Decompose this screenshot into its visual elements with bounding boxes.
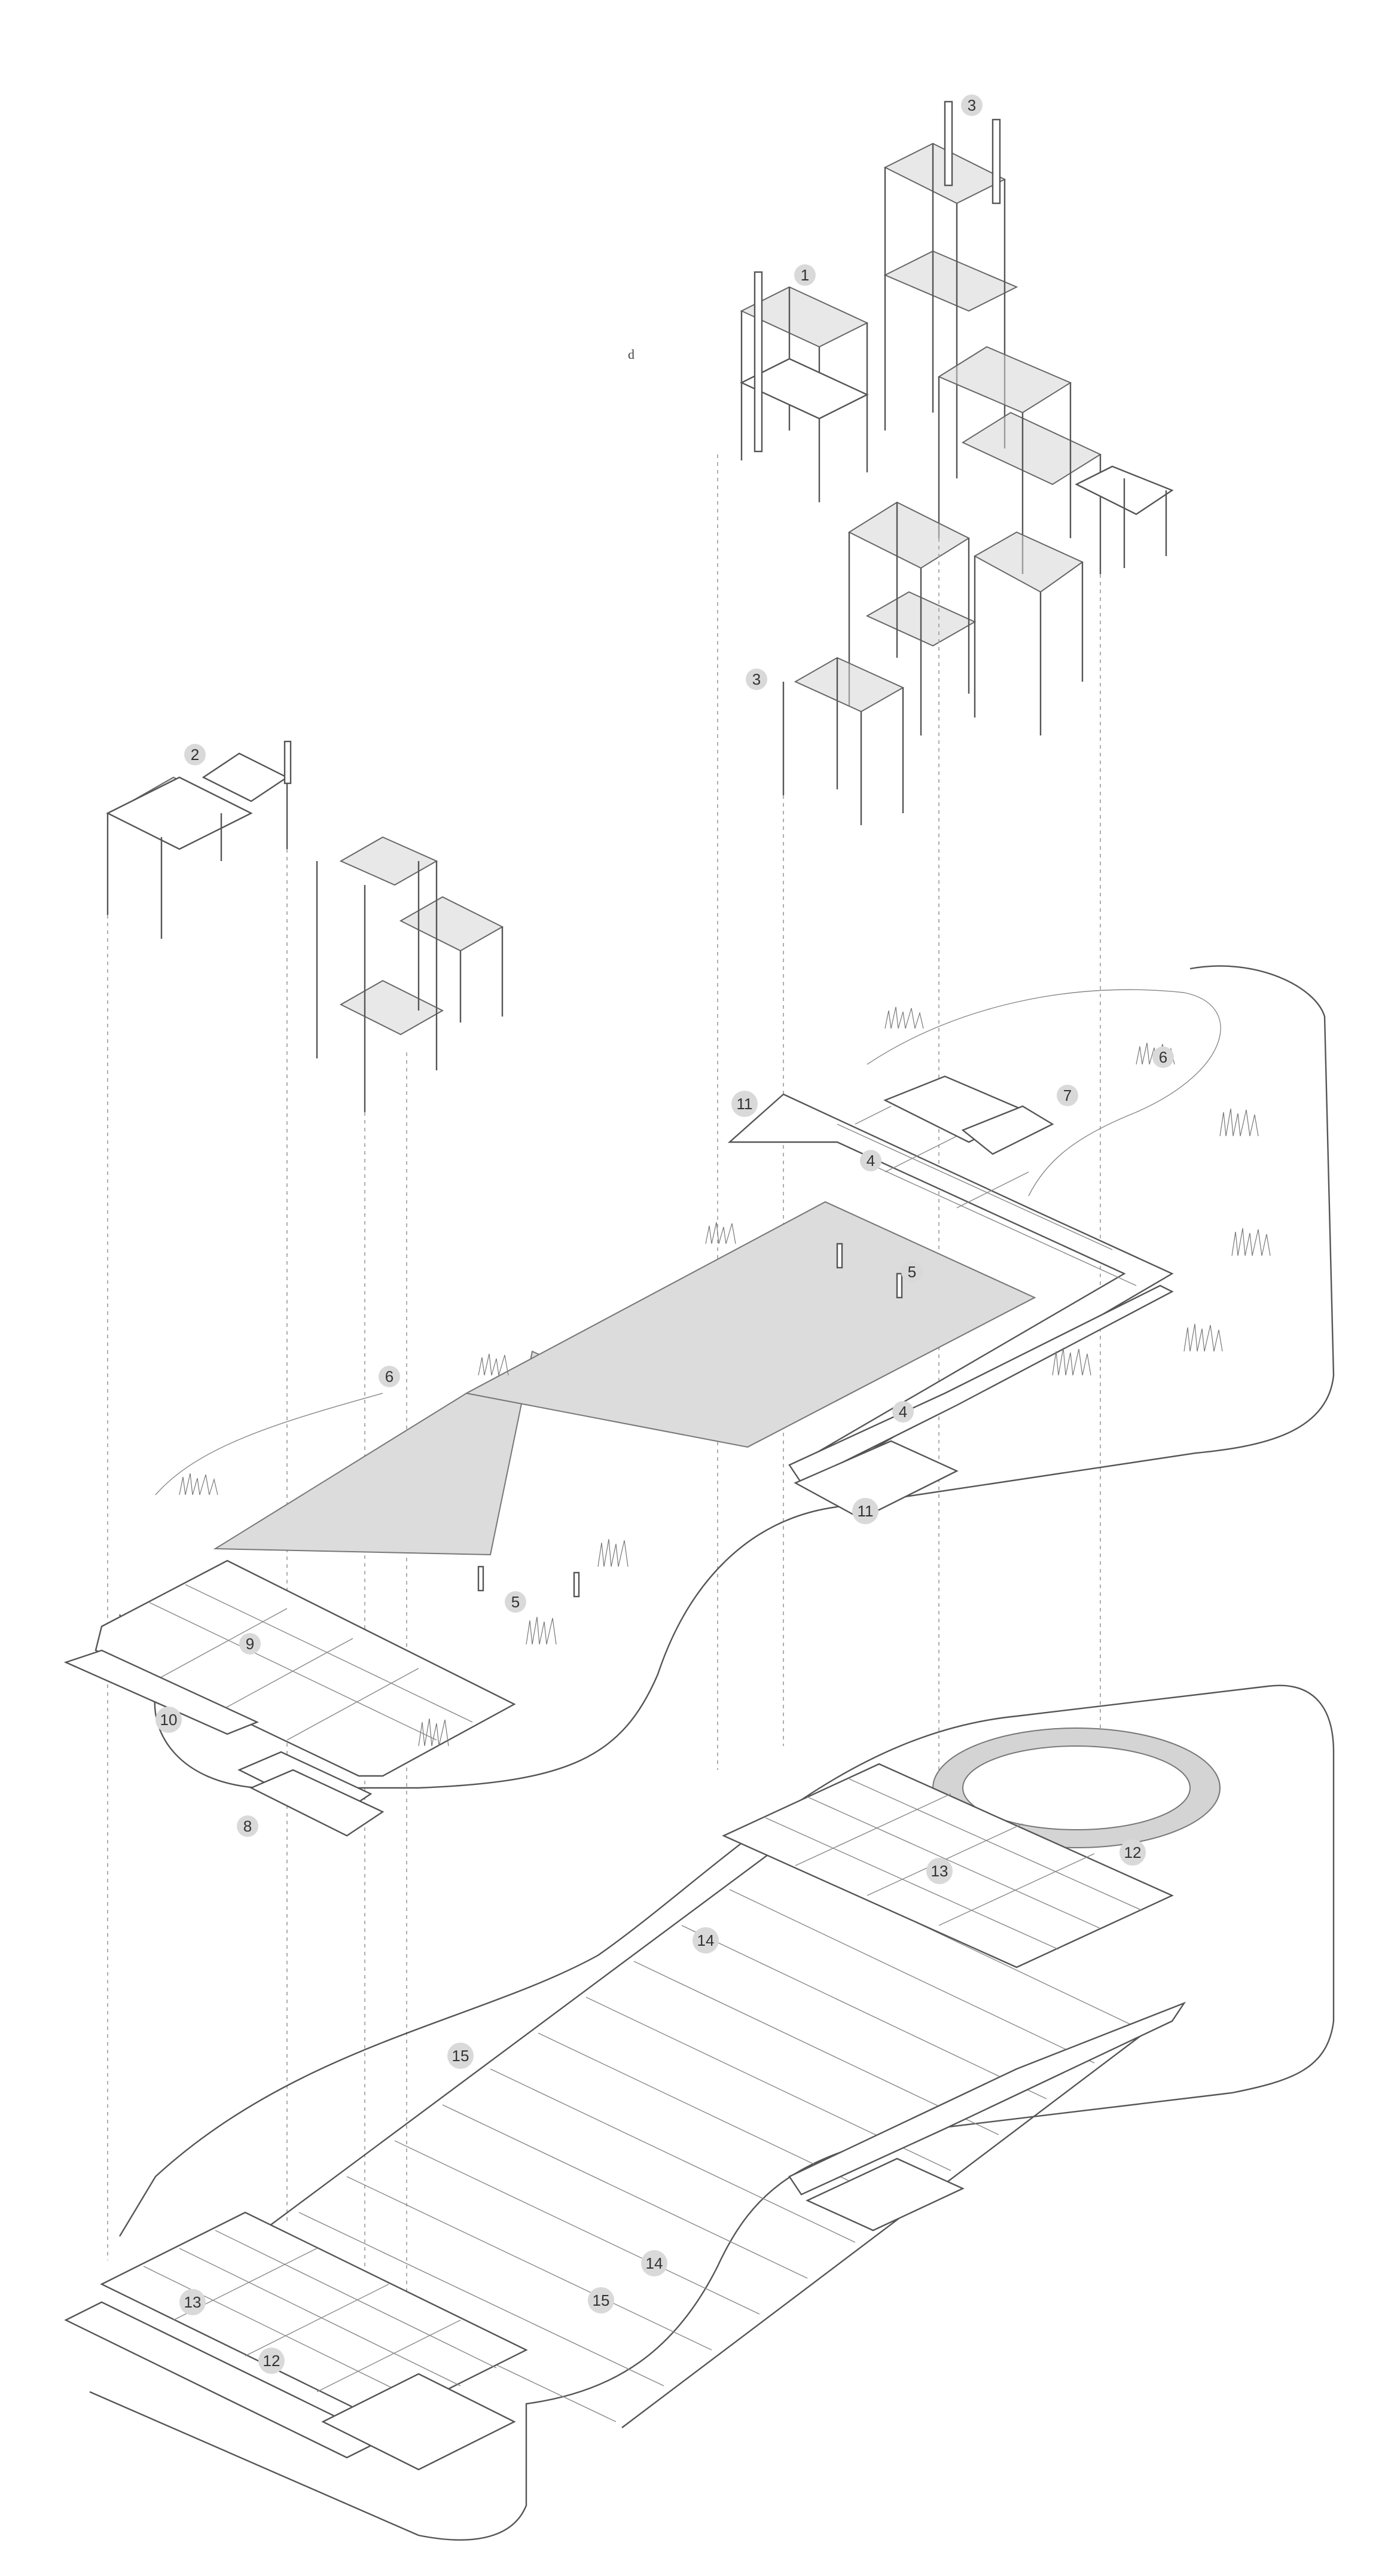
frame-module-stack [847, 501, 1084, 735]
callout-label: 6 [1159, 1048, 1167, 1066]
callout-label: 7 [1063, 1086, 1072, 1104]
callout-badge: 4 [860, 1150, 881, 1171]
callout-label: 15 [452, 2047, 469, 2065]
callout-badge: 3 [961, 94, 983, 116]
frame-module-1 [740, 271, 869, 502]
callout-badge: 7 [1057, 1085, 1078, 1106]
callout-badge: 5 [901, 1261, 923, 1283]
callout-label: 12 [1124, 1844, 1142, 1861]
callout-badge: 4 [892, 1401, 914, 1423]
callout-badge: 3 [746, 669, 767, 690]
frame-module-3b [782, 657, 905, 825]
callout-label: 14 [697, 1931, 715, 1949]
callout-label: 13 [184, 2293, 202, 2311]
frame-tower-3 [883, 100, 1174, 574]
callout-label: 6 [385, 1368, 393, 1385]
callout-badge: 2 [184, 744, 206, 765]
callout-badge: 14 [693, 1927, 719, 1954]
callout-label: 1 [801, 266, 809, 284]
callout-label: 2 [191, 746, 199, 764]
callout-label: 8 [243, 1817, 252, 1835]
callout-badge: 15 [588, 2287, 614, 2313]
callout-label: 3 [752, 670, 761, 688]
callout-label: 11 [858, 1502, 874, 1520]
upper-frame-cluster [740, 100, 1174, 825]
callout-label: 5 [511, 1593, 520, 1611]
alignment-lines [107, 454, 1101, 2320]
callout-label: 5 [908, 1263, 916, 1281]
callout-badge: 11 [731, 1091, 758, 1117]
callout-badge: 1 [794, 264, 816, 286]
frame-module-stack-left [316, 836, 504, 1112]
callout-badge: 12 [258, 2348, 285, 2374]
site-ground-layer [63, 965, 1335, 1837]
callout-badge: 10 [155, 1707, 182, 1733]
callouts: 1 3 3 2 6 6 7 11 11 4 4 5 5 9 10 8 12 12… [155, 94, 1174, 2374]
callout-badge: 6 [379, 1366, 400, 1387]
callout-label: 9 [246, 1635, 254, 1653]
callout-badge: 8 [237, 1815, 258, 1837]
callout-badge: 6 [1152, 1046, 1174, 1068]
callout-badge: 9 [239, 1633, 261, 1655]
grid-module-right [788, 2001, 1186, 2232]
callout-label: 14 [646, 2254, 663, 2272]
callout-badge: 13 [926, 1858, 953, 1884]
frame-module-2 [106, 740, 292, 939]
vegetation [179, 1006, 1271, 1747]
callout-badge: 14 [641, 2250, 667, 2276]
callout-badge: 13 [179, 2289, 206, 2315]
callout-badge: 15 [447, 2043, 474, 2069]
callout-label: 13 [931, 1862, 948, 1880]
callout-badge: 12 [1119, 1839, 1146, 1866]
callout-label: 3 [968, 96, 976, 114]
callout-label: 12 [263, 2352, 280, 2370]
lower-deck [94, 1559, 516, 1777]
callout-badge: 11 [852, 1498, 878, 1524]
callout-label: 11 [737, 1095, 753, 1113]
foundation-layer [64, 1684, 1335, 2541]
callout-label: 10 [160, 1711, 178, 1729]
stray-mark: d [628, 347, 634, 362]
callout-badge: 5 [505, 1591, 526, 1613]
callout-label: 4 [899, 1403, 907, 1421]
ring-structure [932, 1727, 1221, 1848]
callout-label: 4 [867, 1152, 875, 1170]
left-frame-cluster [106, 740, 504, 1112]
callout-label: 15 [593, 2291, 610, 2309]
grid-module-left [64, 2211, 528, 2471]
